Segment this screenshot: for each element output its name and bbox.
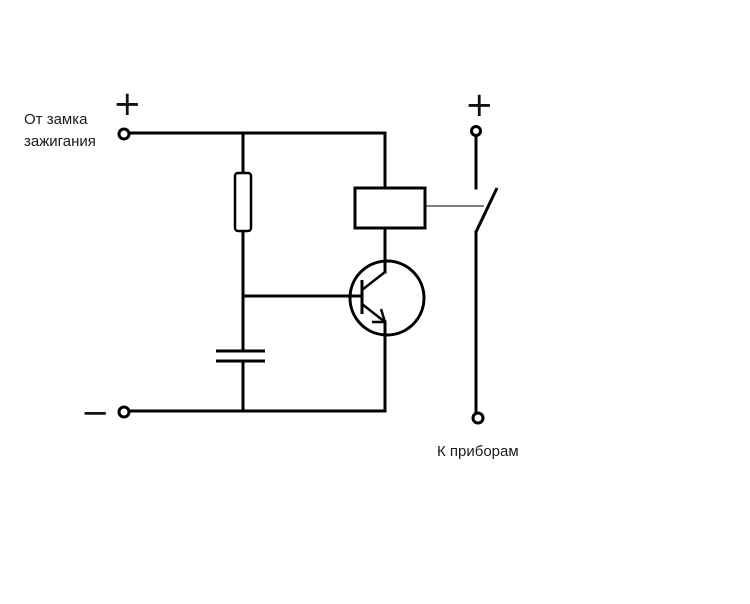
plus-sign-right: +	[465, 85, 494, 125]
to-devices-label: К приборам	[437, 443, 519, 460]
terminal-switch-plus	[470, 125, 482, 137]
plus-sign-left: +	[113, 84, 142, 124]
transistor-body	[348, 259, 426, 337]
relay-coil	[353, 186, 427, 230]
terminal-minus	[117, 405, 131, 419]
switch-blade	[474, 187, 499, 233]
minus-sign: −	[81, 393, 110, 433]
ignition-label-line2: зажигания	[24, 133, 96, 150]
ignition-label-line1: От замка	[24, 111, 88, 128]
transistor-emitter-arrow	[372, 308, 387, 324]
transistor	[348, 259, 426, 337]
transistor-emitter-lead	[361, 303, 386, 323]
terminal-ignition-plus	[117, 127, 131, 141]
transistor-collector-lead	[361, 271, 386, 291]
terminal-to-devices	[471, 411, 485, 425]
resistor	[233, 171, 253, 233]
